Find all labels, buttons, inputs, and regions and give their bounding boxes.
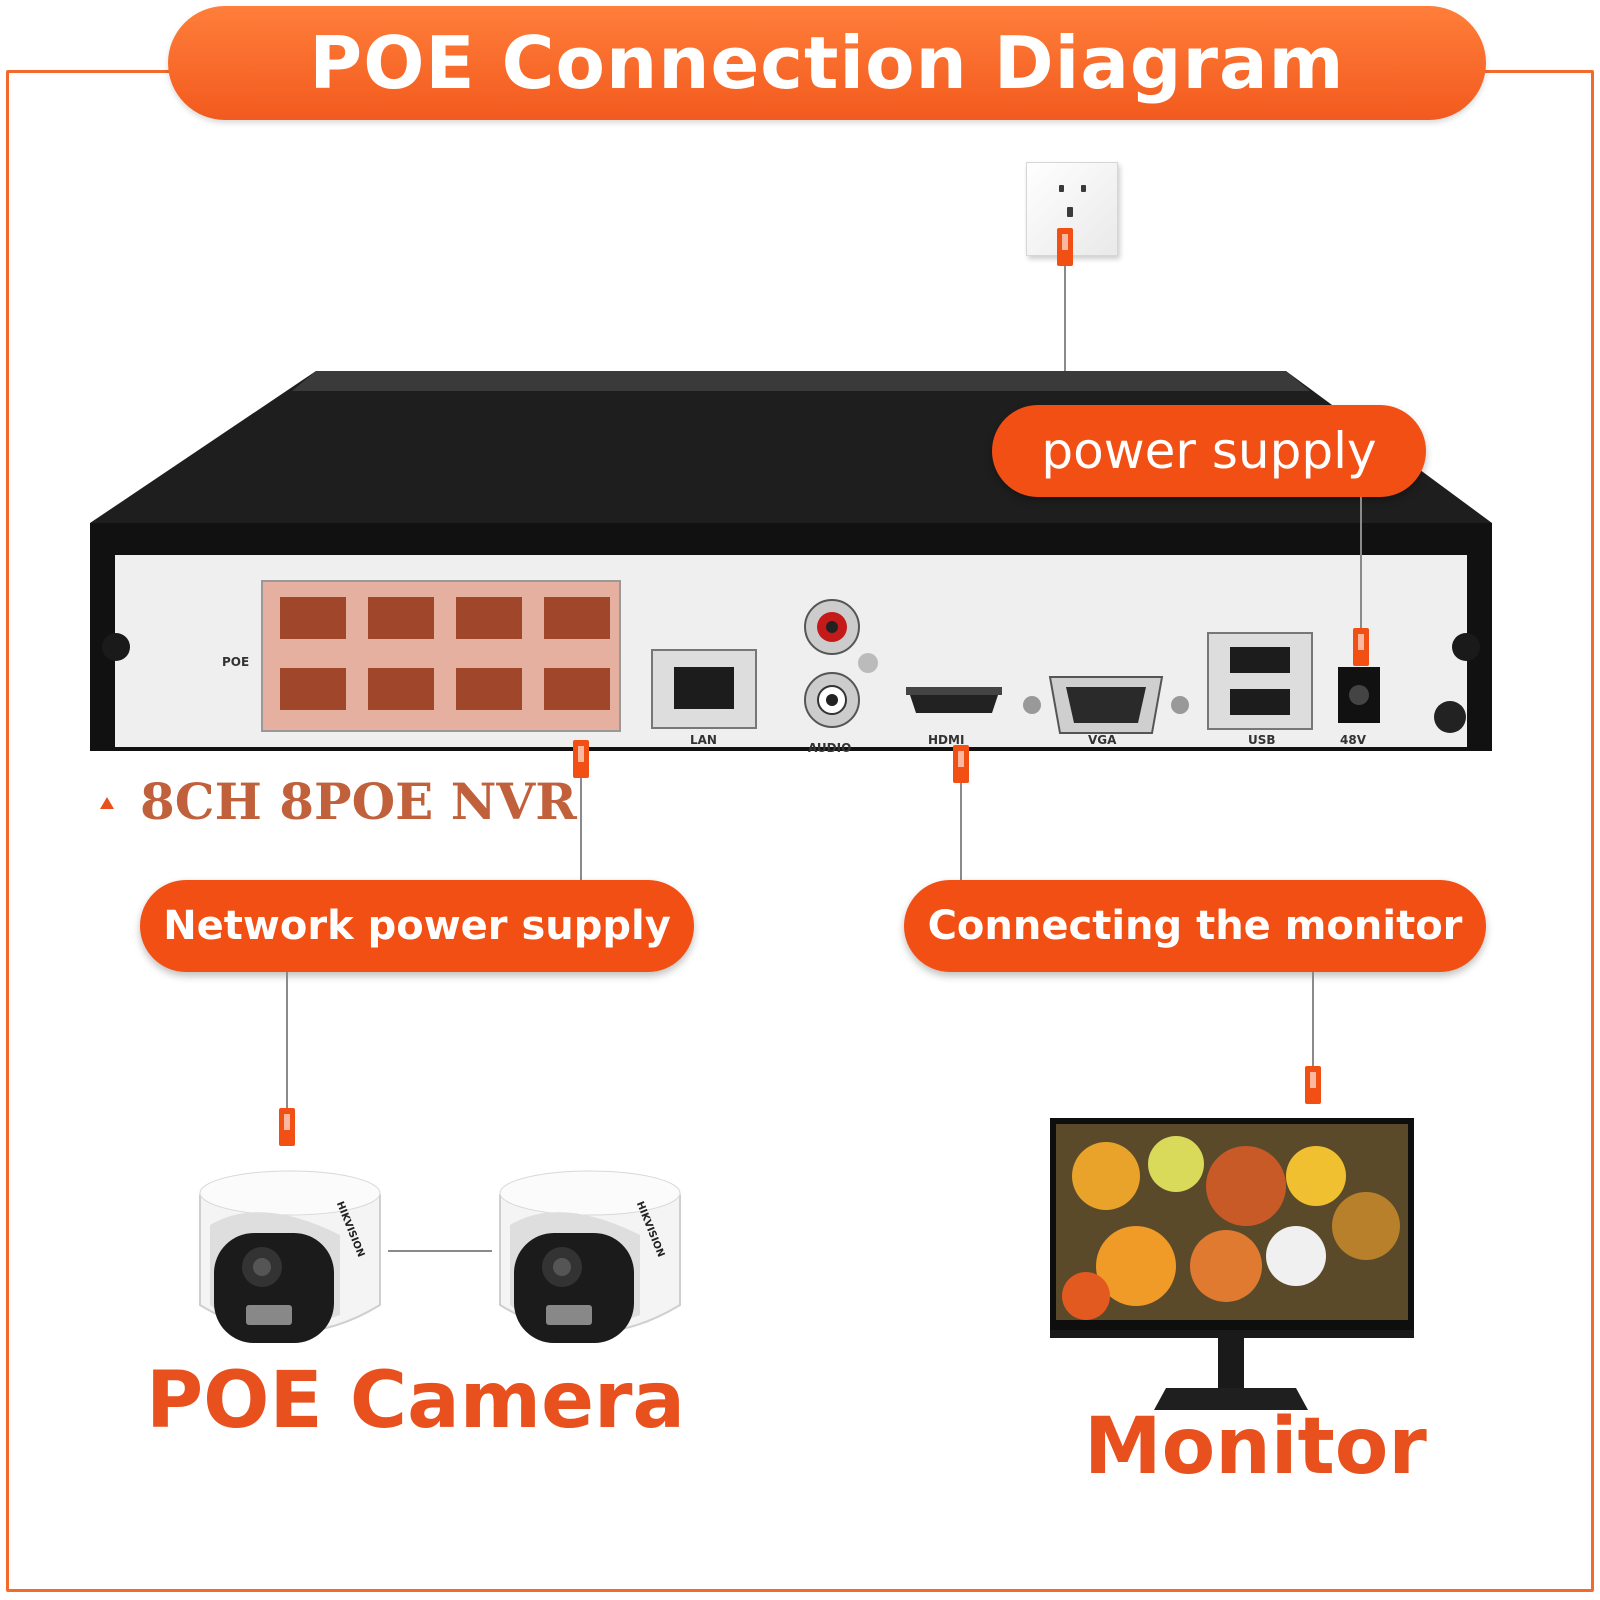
monitor-label: Monitor [1084, 1402, 1427, 1492]
usb-port-label: USB [1248, 733, 1276, 747]
power-supply-callout: power supply [992, 405, 1426, 497]
nvr-label-marker [100, 797, 114, 809]
poe-port-plug [573, 740, 589, 778]
camera-wire [286, 972, 288, 1110]
outlet-wire [1064, 266, 1066, 406]
power-port-label: 48V [1340, 733, 1366, 747]
dome-camera-icon [499, 1170, 681, 1343]
power-callout-wire [1360, 497, 1362, 629]
poe-port-label: POE [222, 655, 250, 669]
camera-plug [279, 1108, 295, 1146]
hdmi-wire [960, 783, 962, 880]
hdmi-port-label: HDMI [928, 733, 965, 747]
dome-camera-icon [199, 1170, 381, 1343]
monitor-wire [1312, 972, 1314, 1068]
lan-port-label: LAN [690, 733, 717, 747]
power-plug [1353, 628, 1369, 666]
nvr-model-label: 8CH 8POE NVR [140, 772, 577, 831]
outlet-plug [1057, 228, 1073, 266]
monitor-plug [1305, 1066, 1321, 1104]
vga-port-label: VGA [1088, 733, 1117, 747]
hdmi-plug [953, 745, 969, 783]
camera-link-wire [388, 1250, 492, 1252]
poe-camera-label: POE Camera [146, 1356, 686, 1446]
poe-wire [580, 778, 582, 880]
audio-port-label: AUDIO [808, 741, 852, 755]
monitor-callout: Connecting the monitor [904, 880, 1486, 972]
page-title: POE Connection Diagram [168, 6, 1486, 120]
network-power-callout: Network power supply [140, 880, 694, 972]
monitor-icon [1050, 1118, 1414, 1410]
